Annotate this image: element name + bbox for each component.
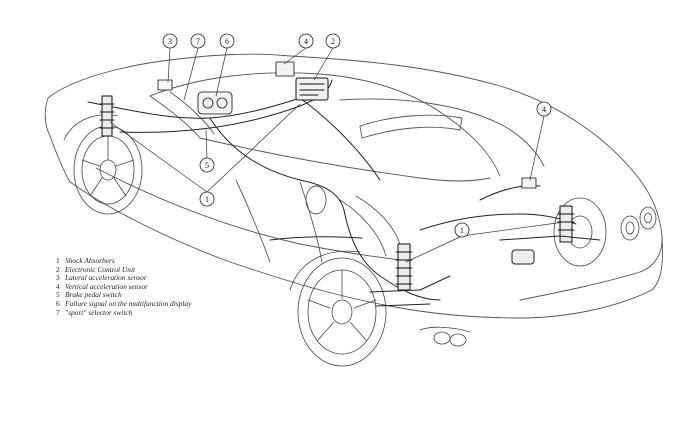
svg-text:2: 2	[331, 37, 335, 46]
legend-number: 7	[56, 307, 60, 317]
legend-text: Electronic Control Unit	[65, 264, 136, 274]
legend-item: 3 Lateral acceleration sensor	[56, 274, 326, 283]
legend-number: 3	[56, 273, 60, 283]
svg-text:7: 7	[196, 37, 200, 46]
callout-4-rear: 4	[536, 101, 552, 117]
shock-absorber-far-rear	[557, 205, 575, 243]
vertical-sensor-component	[275, 61, 537, 189]
legend-number: 2	[56, 264, 60, 274]
wiring-harness	[87, 79, 577, 301]
svg-text:6: 6	[225, 37, 229, 46]
callout-1-rear: 1	[454, 222, 470, 238]
shock-absorber-rear	[395, 243, 413, 291]
callout-5: 5	[199, 157, 215, 173]
legend-text: Brake pedal switch	[65, 290, 122, 300]
dashboard-component	[197, 91, 233, 115]
legend-number: 6	[56, 298, 60, 308]
legend-item: 7 "sport" selector switch	[56, 307, 326, 318]
legend-text: "sport" selector switch	[65, 307, 133, 317]
legend-number: 1	[56, 256, 60, 265]
callout-1-front: 1	[199, 191, 215, 207]
tail-lights	[620, 206, 657, 241]
svg-text:1: 1	[460, 226, 464, 235]
legend-item: 4 Vertical acceleration sensor	[56, 281, 326, 292]
callout-2: 2	[325, 33, 341, 49]
callout-leaders	[109, 47, 565, 263]
legend: 1 Shock Absorbers 2 Electronic Control U…	[56, 256, 326, 318]
exhaust-pipes	[419, 326, 471, 347]
svg-text:4: 4	[542, 105, 546, 114]
rear-wheel	[289, 250, 387, 367]
legend-text: Vertical acceleration sensor	[65, 281, 148, 291]
svg-text:4: 4	[304, 37, 308, 46]
legend-item: 1 Shock Absorbers	[56, 256, 326, 266]
callout-7: 7	[190, 33, 206, 49]
callout-6: 6	[219, 33, 235, 49]
shock-absorber-front	[99, 95, 115, 137]
legend-item: 5 Brake pedal switch	[56, 291, 326, 300]
callout-3: 3	[162, 33, 178, 49]
legend-text: Shock Absorbers	[65, 256, 115, 265]
legend-text: Failure signal on the multifunction disp…	[65, 298, 192, 308]
callout-4-top: 4	[298, 33, 314, 49]
svg-text:3: 3	[168, 37, 172, 46]
legend-item: 6 Failure signal on the multifunction di…	[56, 298, 326, 309]
legend-number: 5	[56, 290, 60, 300]
ecu-component	[295, 77, 329, 101]
svg-text:1: 1	[205, 195, 209, 204]
lateral-sensor-component	[157, 79, 173, 91]
legend-item: 2 Electronic Control Unit	[56, 264, 326, 275]
rear-suspension-arm	[369, 235, 601, 307]
svg-text:5: 5	[205, 161, 209, 170]
legend-text: Lateral acceleration sensor	[65, 273, 147, 283]
legend-number: 4	[56, 281, 60, 291]
